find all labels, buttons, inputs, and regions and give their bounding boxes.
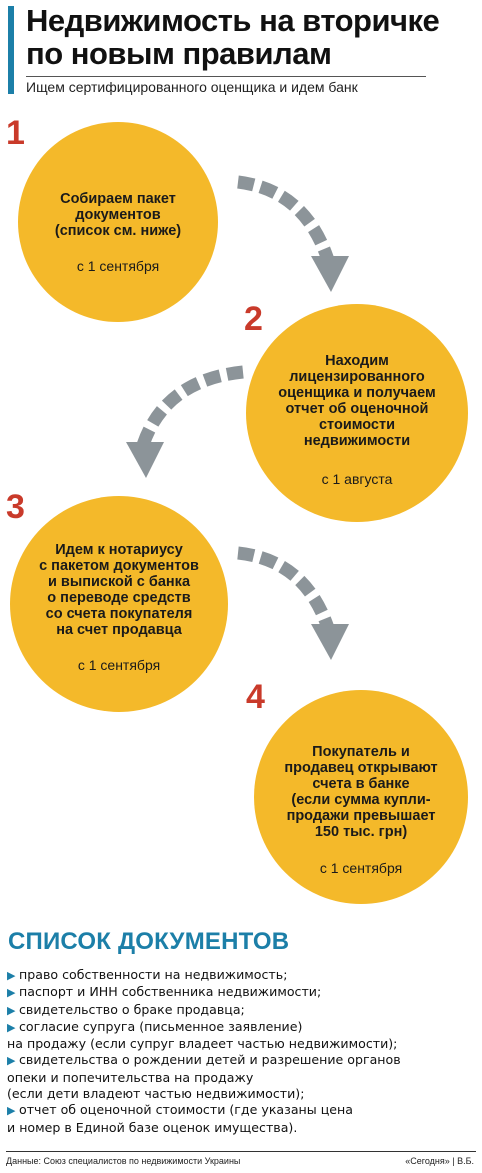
arrow-3-to-4-path: [237, 546, 335, 631]
step-2-circle: [246, 304, 468, 522]
triangle-bullet-icon: ▶: [7, 986, 16, 1000]
list-item: ▶свидетельства о рождении детей и разреш…: [7, 1052, 401, 1102]
list-item: ▶паспорт и ИНН собственника недвижимости…: [7, 984, 477, 1001]
title-line-2: по новым правилам: [26, 36, 332, 71]
triangle-bullet-icon: ▶: [7, 1020, 16, 1034]
footer-divider: [6, 1151, 476, 1152]
arrow-3-to-4-head: [311, 624, 349, 660]
triangle-bullet-icon: ▶: [7, 1003, 16, 1017]
step-3-text: Идем к нотариусу с пакетом документов и …: [39, 542, 199, 638]
arrow-1-to-2-head: [311, 256, 349, 292]
page-title: Недвижимость на вторичке по новым правил…: [26, 4, 466, 70]
documents-list: ▶право собственности на недвижимость; ▶п…: [7, 967, 477, 1136]
documents-heading: СПИСОК ДОКУМЕНТОВ: [8, 928, 290, 955]
list-item: ▶право собственности на недвижимость;: [7, 967, 477, 984]
step-1-date: с 1 сентября: [76, 258, 160, 274]
step-4-date: с 1 сентября: [319, 860, 403, 876]
step-2-number: 2: [244, 300, 263, 338]
list-item: ▶свидетельство о браке продавца;: [7, 1002, 477, 1019]
footer-credit: «Сегодня» | В.Б.: [405, 1156, 474, 1166]
step-1-text: Собираем пакет документов (список см. ни…: [54, 191, 182, 239]
arrow-2-to-3-path: [136, 365, 244, 448]
title-line-1: Недвижимость на вторичке: [26, 3, 440, 38]
step-1-circle: [18, 122, 218, 322]
step-4-text: Покупатель и продавец открывают счета в …: [284, 744, 438, 840]
step-3-circle: [10, 496, 228, 712]
title-accent-bar: [8, 6, 14, 94]
footer-source: Данные: Союз специалистов по недвижимост…: [6, 1156, 241, 1166]
page-subtitle: Ищем сертифицированного оценщика и идем …: [26, 79, 358, 95]
triangle-bullet-icon: ▶: [7, 1104, 16, 1118]
triangle-bullet-icon: ▶: [7, 1054, 16, 1068]
step-2-text: Находим лицензированного оценщика и полу…: [278, 353, 436, 449]
title-divider: [26, 76, 426, 77]
step-1-number: 1: [6, 114, 25, 152]
step-3-number: 3: [6, 488, 25, 526]
arrow-2-to-3-head: [126, 442, 164, 478]
step-4-circle: [254, 690, 468, 904]
list-item: ▶согласие супруга (письменное заявление)…: [7, 1018, 398, 1052]
step-4-number: 4: [246, 678, 265, 716]
step-3-date: с 1 сентября: [77, 657, 161, 673]
flow-arrows: [126, 175, 349, 660]
step-2-date: с 1 августа: [321, 471, 393, 487]
triangle-bullet-icon: ▶: [7, 969, 16, 982]
list-item: ▶отчет об оценочной стоимости (где указа…: [7, 1102, 354, 1135]
arrow-1-to-2-path: [237, 175, 335, 263]
